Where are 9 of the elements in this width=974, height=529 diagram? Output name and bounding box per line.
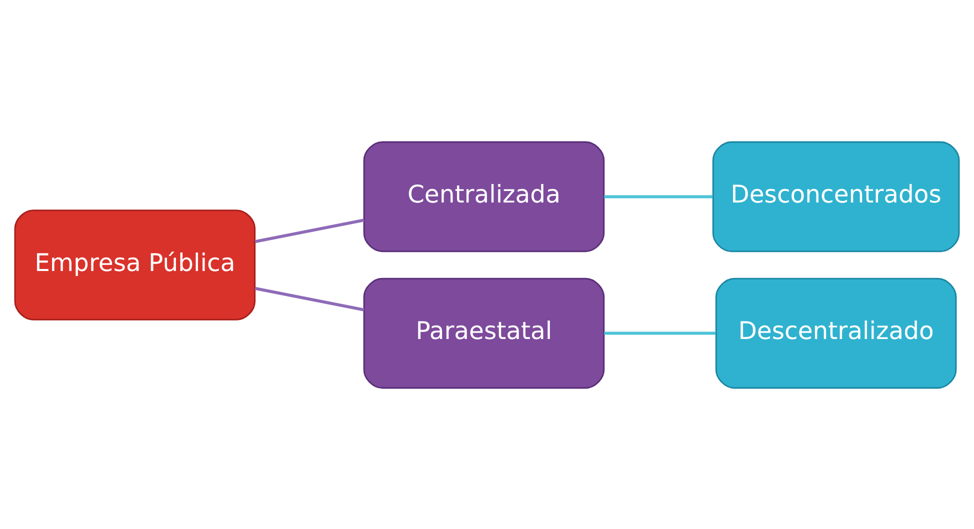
node-box: Centralizada xyxy=(363,140,605,252)
node-box: Empresa Pública xyxy=(14,209,256,320)
node-box: Paraestatal xyxy=(363,277,605,388)
connector xyxy=(254,218,364,243)
connector xyxy=(604,194,713,198)
node-box: Descentralizado xyxy=(715,277,957,388)
node-box: Desconcentrados xyxy=(712,140,960,252)
connector xyxy=(604,331,716,334)
connector xyxy=(254,286,364,311)
